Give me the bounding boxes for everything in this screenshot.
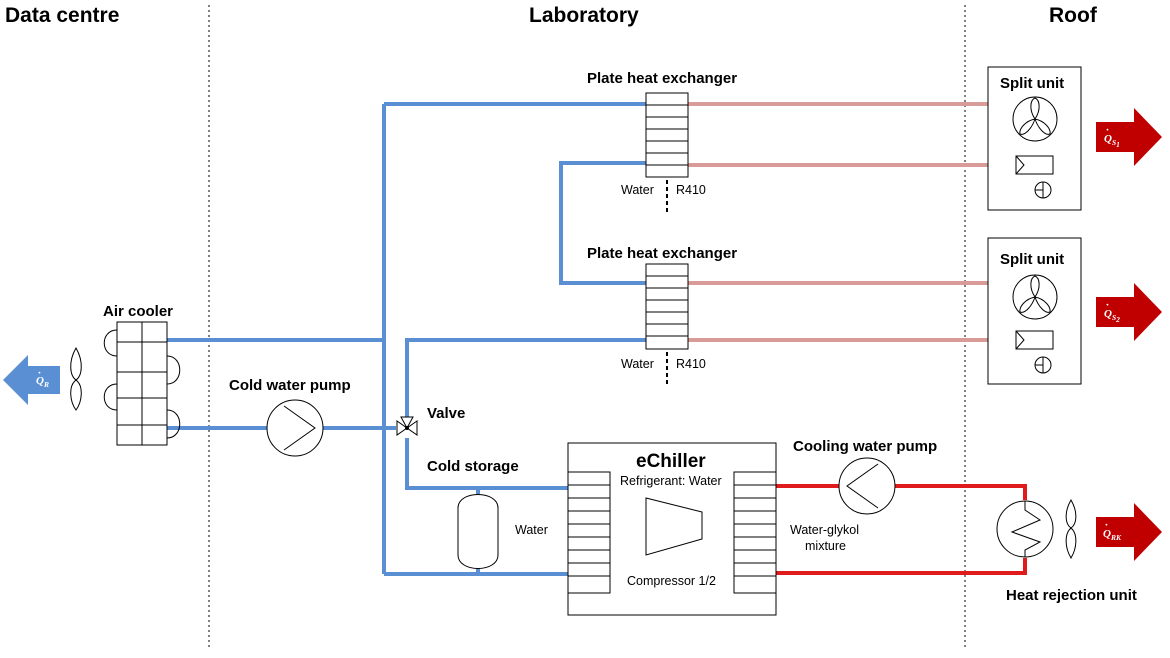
cold-water-pump-label: Cold water pump [229,377,351,394]
cooling-water-pump-label: Cooling water pump [793,438,937,455]
heat-flow-arrow-qs1: QS1 · [1096,108,1162,166]
cold-water-pump-icon [266,399,324,457]
hx1-water-label: Water [621,183,654,197]
svg-text:QR: QR [36,375,49,389]
cold-storage-label: Cold storage [427,458,519,475]
heat-rejection-fan-icon [1065,499,1077,559]
plate-heat-exchanger-1 [645,92,689,212]
valve-label: Valve [427,405,465,422]
air-cooler-label: Air cooler [103,303,173,320]
heat-flow-arrow-qrk: QRK · [1096,503,1162,561]
glycol-label-line1: Water-glykol [790,523,859,537]
svg-text:QRK: QRK [1103,528,1122,542]
split-unit-2-label: Split unit [1000,251,1064,268]
air-cooler [103,321,181,446]
cold-storage-tank-icon [457,494,499,569]
three-way-valve-icon [396,416,418,436]
echiller-title: eChiller [636,451,706,472]
heat-rejection-unit-icon [996,500,1054,558]
hx2-water-label: Water [621,357,654,371]
zone-title-data-centre: Data centre [5,4,119,27]
split-unit-1-label: Split unit [1000,75,1064,92]
plate-heat-exchanger-2 [645,263,689,384]
echiller-compressor-label: Compressor 1/2 [627,574,716,588]
svg-text:·: · [1106,299,1109,311]
glycol-label-line2: mixture [805,539,846,553]
heat-flow-arrow-qs2: QS2 · [1096,283,1162,341]
heat-flow-arrow-qr: QR · [3,355,60,405]
refrigerant-piping [688,102,988,342]
svg-text:QS1: QS1 [1104,133,1120,149]
svg-text:·: · [1106,124,1109,136]
split-unit-2 [987,237,1082,385]
echiller-unit [567,442,777,616]
svg-text:·: · [38,367,41,379]
echiller-refrigerant-label: Refrigerant: Water [620,474,722,488]
hx1-refrigerant-label: R410 [676,183,706,197]
air-cooler-fan-icon [70,346,82,411]
hx2-refrigerant-label: R410 [676,357,706,371]
cold-water-piping [166,102,646,576]
cooling-water-pump-icon [838,457,896,515]
svg-text:·: · [1105,519,1108,531]
cooling-water-piping [776,484,1027,575]
split-unit-1 [987,66,1082,211]
plate-hx-2-label: Plate heat exchanger [587,245,737,262]
zone-title-laboratory: Laboratory [529,4,639,27]
heat-rejection-unit-label: Heat rejection unit [1006,587,1137,604]
plate-hx-1-label: Plate heat exchanger [587,70,737,87]
compressor-icon [645,497,703,556]
svg-text:QS2: QS2 [1104,308,1120,324]
zone-title-roof: Roof [1049,4,1098,27]
chiller-water-label: Water [515,523,548,537]
